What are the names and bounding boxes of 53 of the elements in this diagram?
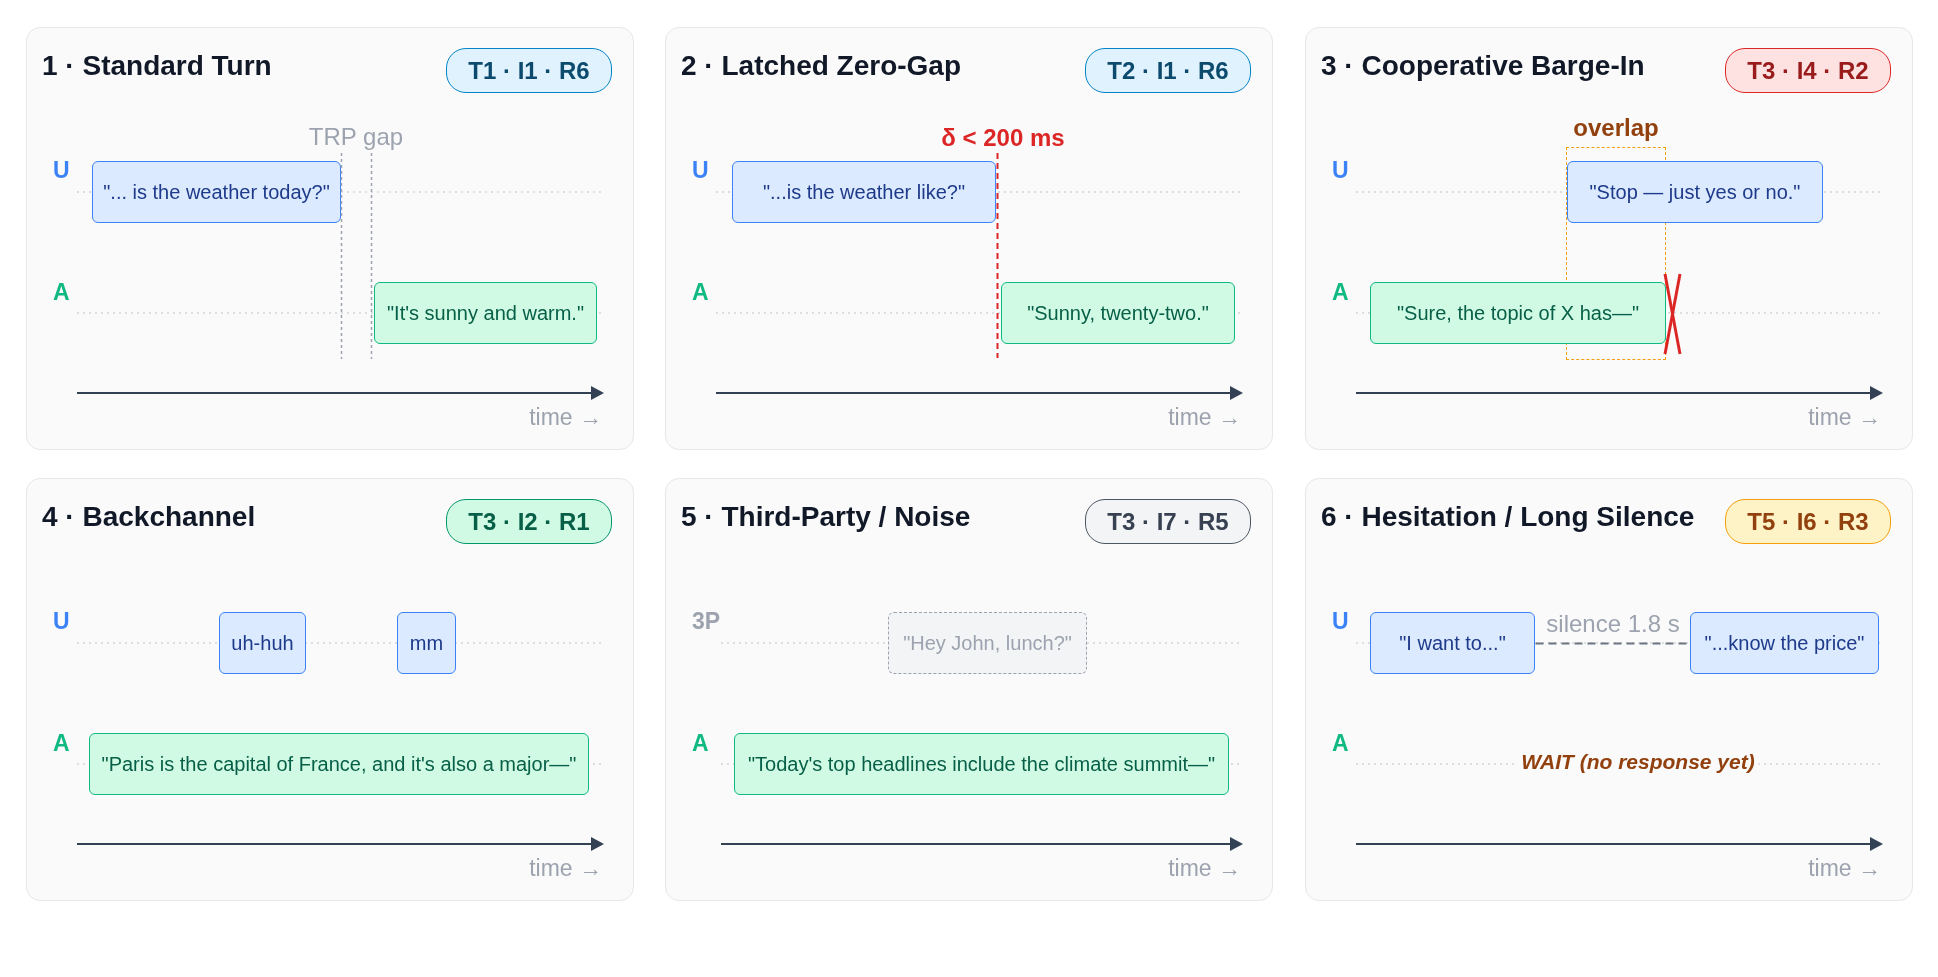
code-tag: T3 · I2 · R1 xyxy=(446,499,612,544)
gap-label: TRP gap xyxy=(308,125,404,149)
scenario-card xyxy=(26,478,634,901)
card-title: 4 · Backchannel xyxy=(42,503,256,531)
card-title: 5 · Third-Party / Noise xyxy=(681,503,971,531)
code-tag: T1 · I1 · R6 xyxy=(446,48,612,93)
user-utterance: "Stop — just yes or no." xyxy=(1567,161,1823,223)
assistant-utterance: "Sure, the topic of X has—" xyxy=(1370,282,1666,344)
card-title: 1 · Standard Turn xyxy=(42,52,272,80)
axis-label: time → xyxy=(1168,857,1241,880)
axis-label: time → xyxy=(529,857,602,880)
lane-label: A xyxy=(53,281,70,304)
code-tag: T3 · I7 · R5 xyxy=(1085,499,1251,544)
lane-label: U xyxy=(1332,610,1349,633)
code-tag: T5 · I6 · R3 xyxy=(1725,499,1891,544)
lane-label: A xyxy=(53,732,70,755)
user-utterance: "...know the price" xyxy=(1690,612,1879,674)
lane-label: A xyxy=(1332,281,1349,304)
axis-label: time → xyxy=(529,406,602,429)
third-party-utterance: "Hey John, lunch?" xyxy=(888,612,1087,674)
lane-label: A xyxy=(692,732,709,755)
user-utterance: mm xyxy=(397,612,456,674)
scenario-card xyxy=(1305,27,1913,450)
lane-label: U xyxy=(1332,159,1349,182)
user-utterance: uh-huh xyxy=(219,612,306,674)
code-tag: T2 · I1 · R6 xyxy=(1085,48,1251,93)
assistant-utterance: "Sunny, twenty-two." xyxy=(1001,282,1235,344)
card-title: 6 · Hesitation / Long Silence xyxy=(1321,503,1695,531)
lane-label: A xyxy=(1332,732,1349,755)
card-title: 2 · Latched Zero-Gap xyxy=(681,52,962,80)
user-utterance: "... is the weather today?" xyxy=(92,161,341,223)
card-title: 3 · Cooperative Barge-In xyxy=(1321,52,1645,80)
assistant-utterance: "Today's top headlines include the climate summit—" xyxy=(734,733,1229,795)
assistant-utterance: "Paris is the capital of France, and it's also a major—" xyxy=(89,733,589,795)
status-label: WAIT (no response yet) xyxy=(1517,751,1759,772)
user-utterance: "I want to..." xyxy=(1370,612,1535,674)
assistant-utterance: "It's sunny and warm." xyxy=(374,282,597,344)
scenario-card xyxy=(665,27,1273,450)
axis-label: time → xyxy=(1808,857,1881,880)
lane-label: U xyxy=(53,159,70,182)
scenario-card xyxy=(1305,478,1913,901)
scenario-card xyxy=(665,478,1273,901)
latency-label: δ < 200 ms xyxy=(941,126,1065,150)
code-tag: T3 · I4 · R2 xyxy=(1725,48,1891,93)
scenario-card xyxy=(26,27,634,450)
axis-label: time → xyxy=(1168,406,1241,429)
lane-label: 3P xyxy=(692,610,721,633)
lane-label: U xyxy=(692,159,709,182)
overlap-label: overlap xyxy=(1573,116,1659,140)
axis-label: time → xyxy=(1808,406,1881,429)
lane-label: U xyxy=(53,610,70,633)
user-utterance: "...is the weather like?" xyxy=(732,161,996,223)
lane-label: A xyxy=(692,281,709,304)
